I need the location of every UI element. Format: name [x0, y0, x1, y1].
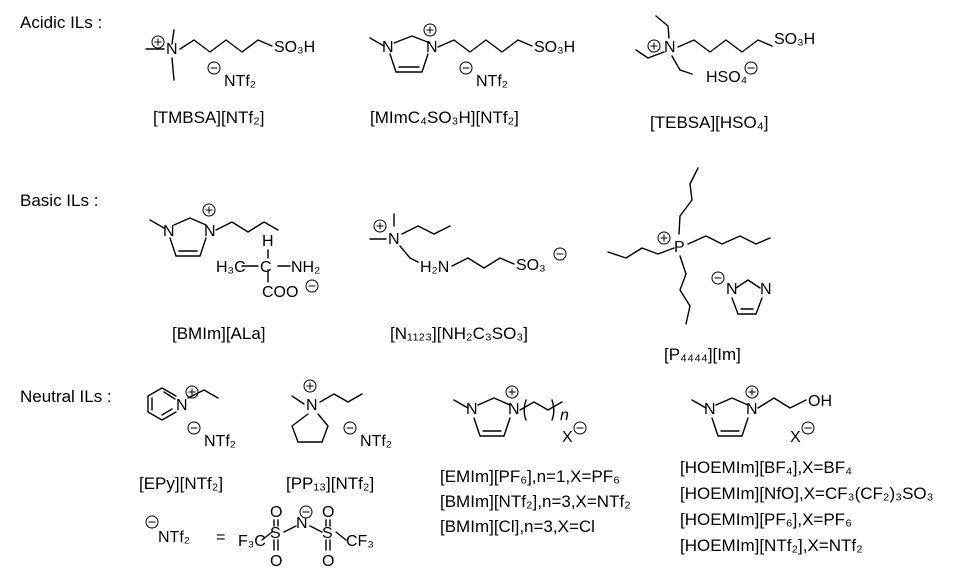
- so3h-label: SO₃H: [774, 31, 815, 48]
- counterion-x: X: [562, 429, 573, 446]
- so3h-label: SO₃H: [534, 39, 575, 56]
- ntf2-def-label: NTf₂: [158, 529, 190, 546]
- equals-sign: =: [216, 529, 225, 546]
- anion-label: NTf₂: [224, 73, 256, 90]
- plus-charge-icon: [373, 219, 387, 233]
- atom-n: N: [726, 281, 738, 298]
- hoemim-series-item-3: [HOEMIm][PF₆],X=PF₆: [680, 510, 852, 529]
- structure-bmim-ala: N N H H₃C C NH₂ COO: [149, 203, 320, 301]
- imidazolium-series-item-2: [BMIm][NTf₂],n=3,X=NTf₂: [440, 492, 631, 511]
- minus-charge-icon: [305, 279, 319, 293]
- hoemim-series-item-1: [HOEMIm][BF₄],X=BF₄: [680, 458, 852, 477]
- subscript-n: n: [560, 407, 569, 424]
- atom-s: S: [322, 525, 333, 542]
- nh2-label: NH₂: [291, 259, 320, 276]
- compound-name-tebsa: [TEBSA][HSO₄]: [650, 113, 768, 132]
- plus-charge-icon: [202, 203, 216, 217]
- minus-charge-icon: [299, 505, 313, 519]
- structure-hoemim: N N OH X: [691, 385, 832, 446]
- atom-n: N: [296, 515, 308, 532]
- plus-charge-icon: [151, 35, 165, 49]
- atom-n: N: [166, 41, 178, 58]
- compound-name-bmim-ala: [BMIm][ALa]: [172, 324, 266, 343]
- atom-p: P: [674, 239, 685, 256]
- plus-charge-icon: [303, 379, 317, 393]
- oh-label: OH: [808, 393, 832, 410]
- plus-charge-icon: [657, 231, 671, 245]
- compound-name-tmbsa: [TMBSA][NTf₂]: [153, 108, 264, 127]
- anion-label: NTf₂: [476, 73, 508, 90]
- plus-charge-icon: [505, 385, 519, 399]
- structure-tebsa: N SO₃H HSO₄: [635, 15, 815, 86]
- atom-c: C: [260, 259, 272, 276]
- atom-n: N: [704, 401, 716, 418]
- atom-o: O: [270, 553, 282, 570]
- compound-name-epy: [EPy][NTf₂]: [139, 474, 223, 493]
- h2n-label: H₂N: [420, 259, 449, 276]
- structure-tmbsa: N SO₃H NTf₂: [145, 29, 315, 90]
- hoemim-series-item-2: [HOEMIm][NfO],X=CF₃(CF₂)₃SO₃: [680, 484, 934, 503]
- minus-charge-icon: [573, 421, 587, 435]
- compound-name-n1123: [N₁₁₂₃][NH₂C₃SO₃]: [390, 324, 528, 343]
- minus-charge-icon: [711, 271, 725, 285]
- plus-charge-icon: [745, 385, 759, 399]
- so3-label: SO₃: [516, 257, 546, 274]
- plus-charge-icon: [647, 39, 661, 53]
- minus-charge-icon: [343, 421, 357, 435]
- imidazolium-series-item-1: [EMIm][PF₆],n=1,X=PF₆: [440, 467, 620, 486]
- atom-n: N: [163, 223, 175, 240]
- atom-o: O: [322, 553, 334, 570]
- counterion-x: X: [790, 429, 801, 446]
- atom-s: S: [270, 525, 281, 542]
- atom-n: N: [664, 39, 676, 56]
- h3c-label: H₃C: [216, 259, 246, 276]
- structure-imidazolium-series: N N n X: [453, 385, 587, 446]
- anion-label: NTf₂: [204, 433, 236, 450]
- compound-name-p4444: [P₄₄₄₄][Im]: [664, 345, 741, 364]
- atom-o: O: [270, 504, 282, 521]
- minus-charge-icon: [553, 247, 567, 261]
- minus-charge-icon: [744, 61, 758, 75]
- atom-n: N: [204, 223, 216, 240]
- structure-ntf2-definition: NTf₂ = F₃C S O O N S O O CF₃: [145, 504, 374, 570]
- anion-label: HSO₄: [706, 69, 747, 86]
- structure-n1123: N H₂N SO₃: [369, 213, 567, 276]
- atom-n: N: [466, 401, 478, 418]
- hoemim-series-item-4: [HOEMIm][NTf₂],X=NTf₂: [680, 536, 863, 555]
- atom-h: H: [262, 233, 274, 250]
- category-neutral: Neutral ILs :: [20, 387, 112, 406]
- anion-label: NTf₂: [360, 433, 392, 450]
- atom-n: N: [388, 231, 400, 248]
- category-basic: Basic ILs :: [20, 191, 98, 210]
- atom-n: N: [508, 401, 520, 418]
- atom-n: N: [306, 397, 318, 414]
- atom-n: N: [760, 281, 772, 298]
- atom-n: N: [382, 39, 394, 56]
- minus-charge-icon: [801, 421, 815, 435]
- structure-pp13: N NTf₂: [291, 379, 392, 450]
- atom-o: O: [322, 504, 334, 521]
- cf3-label: CF₃: [346, 533, 374, 550]
- compound-name-mimc4so3h: [MImC₄SO₃H][NTf₂]: [370, 108, 519, 127]
- imidazolium-series-item-3: [BMIm][Cl],n=3,X=Cl: [440, 517, 595, 536]
- coo-label: COO: [262, 284, 298, 301]
- minus-charge-icon: [145, 515, 159, 529]
- category-acidic: Acidic ILs :: [20, 13, 102, 32]
- compound-name-pp13: [PP₁₃][NTf₂]: [286, 474, 374, 493]
- structure-mimc4so3h: N N SO₃H NTf₂: [369, 23, 575, 90]
- structure-p4444: P N N: [607, 167, 772, 325]
- so3h-label: SO₃H: [274, 39, 315, 56]
- atom-n: N: [746, 401, 758, 418]
- atom-n: N: [176, 397, 188, 414]
- minus-charge-icon: [459, 61, 473, 75]
- structure-epy: N NTf₂: [147, 385, 236, 450]
- minus-charge-icon: [187, 421, 201, 435]
- atom-n: N: [426, 39, 438, 56]
- minus-charge-icon: [207, 61, 221, 75]
- f3c-label: F₃C: [238, 533, 266, 550]
- plus-charge-icon: [423, 23, 437, 37]
